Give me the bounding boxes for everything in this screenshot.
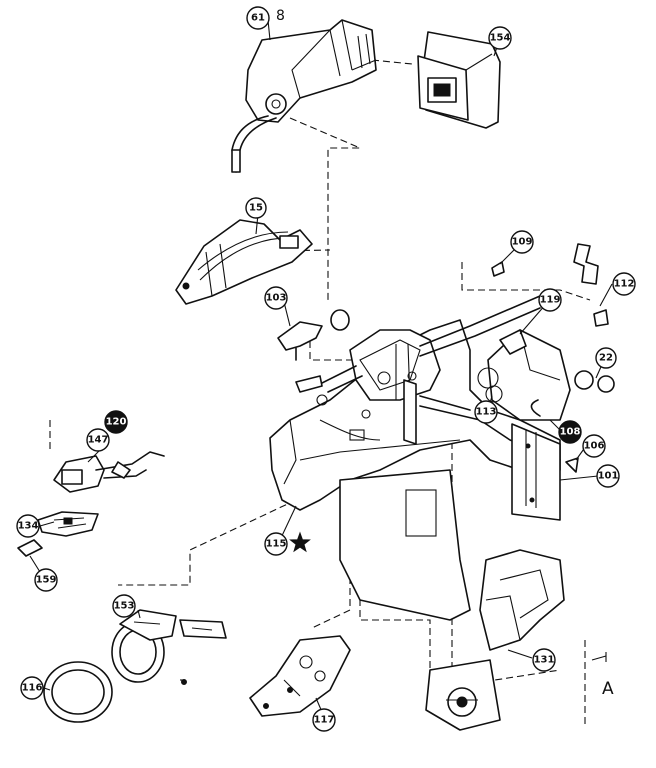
callout-115: 115 bbox=[264, 532, 288, 556]
callout-131: 131 bbox=[532, 648, 556, 672]
eyecup bbox=[417, 31, 501, 129]
callout-112: 112 bbox=[612, 272, 636, 296]
svg-text:153: 153 bbox=[114, 601, 135, 612]
callout-153: 153 bbox=[112, 594, 136, 618]
star-marker bbox=[289, 531, 311, 553]
callout-108: 108 bbox=[558, 420, 582, 444]
callout-22: 22 bbox=[595, 347, 617, 369]
viewfinder-housing bbox=[231, 19, 377, 173]
callout-120: 120 bbox=[104, 410, 128, 434]
callout-159: 159 bbox=[34, 568, 58, 592]
svg-text:101: 101 bbox=[598, 471, 619, 482]
svg-text:103: 103 bbox=[266, 293, 287, 304]
svg-text:131: 131 bbox=[534, 655, 555, 666]
svg-text:113: 113 bbox=[476, 407, 497, 418]
callout-109: 109 bbox=[510, 230, 534, 254]
callout-117: 117 bbox=[312, 708, 336, 732]
svg-text:108: 108 bbox=[560, 427, 581, 438]
svg-text:119: 119 bbox=[540, 295, 561, 306]
section-a-bracket bbox=[591, 652, 607, 662]
callout-147: 147 bbox=[86, 428, 110, 452]
svg-text:147: 147 bbox=[88, 435, 109, 446]
callout-154: 154 bbox=[488, 26, 512, 50]
callout-103: 103 bbox=[264, 286, 288, 310]
svg-text:15: 15 bbox=[249, 203, 263, 214]
svg-text:116: 116 bbox=[22, 683, 43, 694]
callout-106: 106 bbox=[582, 434, 606, 458]
callout-101: 101 bbox=[596, 464, 620, 488]
callout-116: 116 bbox=[20, 676, 44, 700]
left-subassembly bbox=[17, 451, 165, 557]
svg-text:134: 134 bbox=[18, 521, 39, 532]
svg-text:120: 120 bbox=[106, 417, 127, 428]
label-section-a: A bbox=[602, 679, 614, 699]
svg-text:117: 117 bbox=[314, 715, 335, 726]
bottom-plate bbox=[249, 635, 351, 717]
callout-134: 134 bbox=[16, 514, 40, 538]
svg-text:115: 115 bbox=[266, 539, 287, 550]
label-eight: 8 bbox=[276, 8, 285, 24]
svg-text:154: 154 bbox=[490, 33, 511, 44]
main-chassis bbox=[269, 295, 571, 731]
svg-text:112: 112 bbox=[614, 279, 635, 290]
callout-61: 61 bbox=[246, 6, 270, 30]
svg-text:109: 109 bbox=[512, 237, 533, 248]
small-parts bbox=[277, 243, 615, 473]
callout-119: 119 bbox=[538, 288, 562, 312]
svg-text:22: 22 bbox=[599, 353, 613, 364]
callouts: 61 154 15 103 109 112 119 22 113 108 106… bbox=[16, 6, 636, 732]
lens-ring-assembly bbox=[43, 609, 227, 723]
grip-strap bbox=[175, 219, 313, 305]
svg-text:61: 61 bbox=[251, 13, 265, 24]
callout-113: 113 bbox=[474, 400, 498, 424]
svg-text:106: 106 bbox=[584, 441, 605, 452]
callout-15: 15 bbox=[245, 197, 267, 219]
svg-text:159: 159 bbox=[36, 575, 57, 586]
